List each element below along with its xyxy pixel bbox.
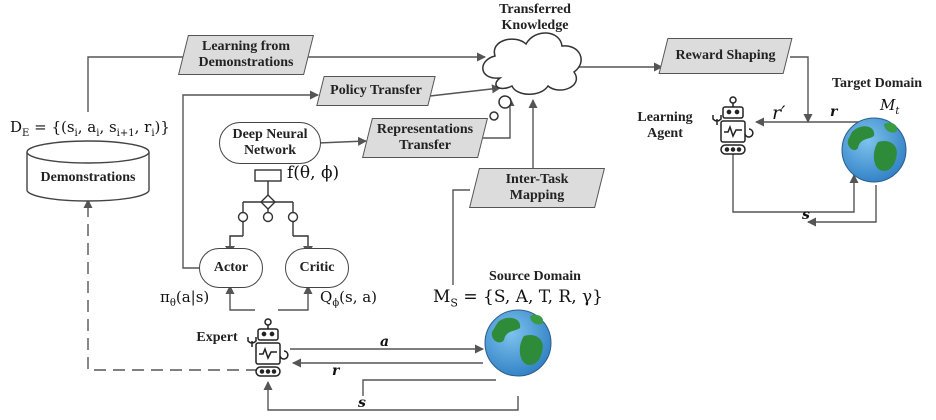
source-domain-label: Source Domain — [489, 269, 581, 284]
signal-r-source-label: r — [332, 363, 340, 379]
de-formula: DE = {(si, ai, si+1, ri)} — [10, 118, 170, 139]
mt-label: Mt — [880, 96, 900, 117]
arrow-dnn-to-repr — [317, 136, 367, 146]
r-prime-label: r′ — [772, 102, 786, 124]
ms-formula: MS = {S, A, T, R, γ} — [433, 287, 603, 310]
arrow-agent-action — [732, 150, 859, 213]
arrow-source-s — [263, 381, 519, 411]
representations-transfer-box: Representations Transfer — [367, 118, 483, 158]
learning-agent-robot-icon — [712, 96, 754, 155]
arrow-policy-to-cloud — [429, 84, 501, 97]
signal-r-target-label: r — [830, 104, 838, 120]
inter-task-mapping-box: Inter-Task Mapping — [474, 168, 600, 208]
line-source-to-mapping — [452, 189, 470, 285]
arrow-expert-actor — [225, 285, 255, 311]
line-s-upper — [362, 379, 496, 396]
signal-a-label: a — [380, 334, 390, 350]
expert-robot-icon — [247, 318, 289, 377]
q-phi-label: Qϕ(s, a) — [320, 288, 378, 309]
actor-box: Actor — [199, 248, 263, 288]
pi-theta-label: πθ(a|s) — [160, 288, 210, 309]
network-tree — [229, 169, 309, 246]
source-globe — [484, 309, 552, 377]
demonstrations-cylinder — [26, 140, 150, 202]
f-theta-phi-label: f(θ, ϕ) — [287, 163, 340, 183]
arrow-expert-critic — [278, 285, 313, 311]
demonstrations-label: Demonstrations — [40, 170, 136, 185]
arrow-repr-to-cloud — [482, 97, 515, 139]
arrow-target-s — [807, 185, 877, 227]
knowledge-cloud — [482, 32, 582, 121]
target-domain-label: Target Domain — [831, 76, 923, 91]
reward-shaping-box: Reward Shaping — [663, 38, 788, 74]
deep-neural-network-box: Deep Neural Network — [219, 122, 321, 164]
signal-s-source-label: s — [358, 395, 366, 411]
learning-agent-label: Learning Agent — [637, 110, 693, 142]
expert-label: Expert — [196, 330, 238, 345]
target-globe — [841, 117, 907, 183]
arrow-actor-to-policy — [182, 90, 319, 269]
policy-transfer-box: Policy Transfer — [320, 76, 432, 106]
signal-s-target-label: s — [802, 207, 810, 223]
arrow-reward-to-agent — [790, 56, 813, 123]
transferred-knowledge-label: Transferred Knowledge — [499, 2, 571, 34]
learning-from-demonstrations-box: Learning from Demonstrations — [183, 35, 309, 75]
critic-box: Critic — [285, 248, 349, 288]
